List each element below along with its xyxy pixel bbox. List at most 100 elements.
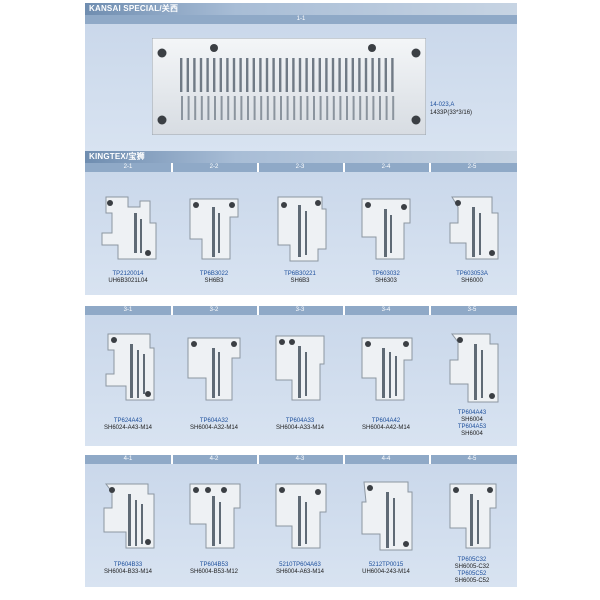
kingtex-section-title: KINGTEX/宝狮: [89, 152, 145, 161]
comb-slot: [351, 58, 354, 92]
row-1-header: 2-1 2-2 2-3 2-4 2-5: [85, 163, 517, 172]
part-model: SH6004: [461, 417, 483, 423]
part-model: UH6004-243-M14: [362, 569, 410, 575]
comb-slot: [259, 58, 262, 92]
comb-slot: [325, 58, 328, 92]
comb-slot: [379, 96, 381, 120]
comb-slot: [331, 58, 335, 92]
needle-plate-image: [105, 333, 155, 401]
comb-slot: [305, 58, 308, 92]
comb-slot: [332, 96, 335, 120]
part-code: TP2120014: [112, 271, 144, 277]
kansai-needle-plate: [152, 38, 426, 135]
comb-slot: [385, 96, 388, 120]
cell-label: 2-1: [123, 164, 133, 170]
part-model: SH6024-A43-M14: [103, 425, 153, 431]
comb-slot: [318, 58, 321, 92]
comb-slot: [352, 96, 355, 120]
comb-slot: [286, 96, 289, 120]
part-code: TP604B33: [113, 562, 143, 568]
needle-plate-image: [189, 483, 241, 549]
cell-label: 4-4: [381, 456, 391, 462]
part-model-alt: SH6005-C52: [454, 578, 490, 584]
needle-plate-image: [361, 337, 413, 401]
comb-slot: [227, 96, 230, 120]
part-code: TP604A43: [457, 410, 487, 416]
part-code: TP604A32: [199, 418, 229, 424]
comb-slot: [293, 96, 296, 120]
comb-slot: [338, 58, 341, 92]
comb-slot: [272, 58, 275, 92]
part-code: TP603032: [372, 271, 400, 277]
comb-slot: [207, 96, 210, 120]
comb-slot: [180, 58, 183, 92]
comb-slot: [240, 96, 243, 120]
comb-slot: [392, 96, 395, 120]
needle-plate-image: [361, 198, 411, 260]
comb-slot: [365, 96, 368, 120]
part-model: SH6004-A42-M14: [361, 425, 411, 431]
comb-slot: [253, 96, 256, 120]
kansai-part-model: 1433P(33*3/16): [430, 110, 473, 116]
part-code: 5212TP0015: [368, 562, 404, 568]
comb-slot: [193, 58, 196, 92]
row-3-header: 4-1 4-2 4-3 4-4 4-5: [85, 455, 517, 464]
part-code: TP6B3022: [199, 271, 229, 277]
comb-slot: [346, 96, 348, 120]
part-model: SH6000: [461, 278, 483, 284]
comb-slot: [233, 96, 236, 120]
kansai-cell-header: 1-1: [85, 15, 517, 24]
comb-slot: [359, 96, 362, 120]
part-model-alt: SH6004: [461, 431, 483, 437]
needle-plate-image: [361, 481, 413, 551]
comb-slot: [246, 58, 249, 92]
comb-slot: [206, 58, 209, 92]
part-code: 5210TP604A63: [279, 562, 321, 568]
row-2-header: 3-1 3-2 3-3 3-4 3-5: [85, 306, 517, 315]
needle-plate-image: [101, 196, 157, 260]
kansai-cell-label: 1-1: [296, 16, 306, 22]
comb-slot: [273, 96, 276, 120]
comb-slot: [187, 96, 190, 120]
cell-label: 3-3: [295, 307, 305, 313]
part-model: SH6004-A63-M14: [275, 569, 325, 575]
part-code: TP624A43: [113, 418, 143, 424]
cell-label: 2-4: [381, 164, 391, 170]
comb-slot: [299, 96, 302, 120]
comb-slot: [279, 58, 282, 92]
comb-slot: [384, 58, 387, 92]
cell-label: 2-3: [295, 164, 305, 170]
needle-plate-image: [189, 198, 239, 260]
cell-label: 4-2: [209, 456, 219, 462]
part-code-alt: TP604A53: [457, 424, 487, 430]
part-model: SH6004-B33-M14: [103, 569, 153, 575]
comb-slot: [312, 58, 315, 92]
comb-slot: [371, 58, 374, 92]
cell-label: 2-5: [467, 164, 477, 170]
comb-slot: [181, 96, 183, 120]
comb-slot: [252, 58, 255, 92]
part-model: SH6004-B53-M12: [189, 569, 239, 575]
cell-label: 3-5: [467, 307, 477, 313]
comb-slot: [194, 96, 197, 120]
comb-slot: [260, 96, 263, 120]
comb-slot: [391, 58, 394, 92]
comb-slot: [214, 96, 216, 120]
part-model: SH6004-A33-M14: [275, 425, 325, 431]
cell-label: 3-2: [209, 307, 219, 313]
comb-slot: [219, 58, 222, 92]
part-code-alt: TP605C52: [457, 571, 487, 577]
needle-plate-image: [275, 483, 327, 549]
comb-slot: [364, 58, 368, 92]
comb-slot: [326, 96, 329, 120]
cell-label: 4-1: [123, 456, 133, 462]
comb-slot: [199, 58, 203, 92]
comb-slot: [280, 96, 282, 120]
part-model: SH6005-C32: [454, 564, 490, 570]
part-model: SH6004-A32-M14: [189, 425, 239, 431]
needle-plate-image: [277, 196, 327, 262]
comb-slot: [372, 96, 375, 120]
comb-slot: [292, 58, 295, 92]
part-code: TP6B30221: [284, 271, 316, 277]
